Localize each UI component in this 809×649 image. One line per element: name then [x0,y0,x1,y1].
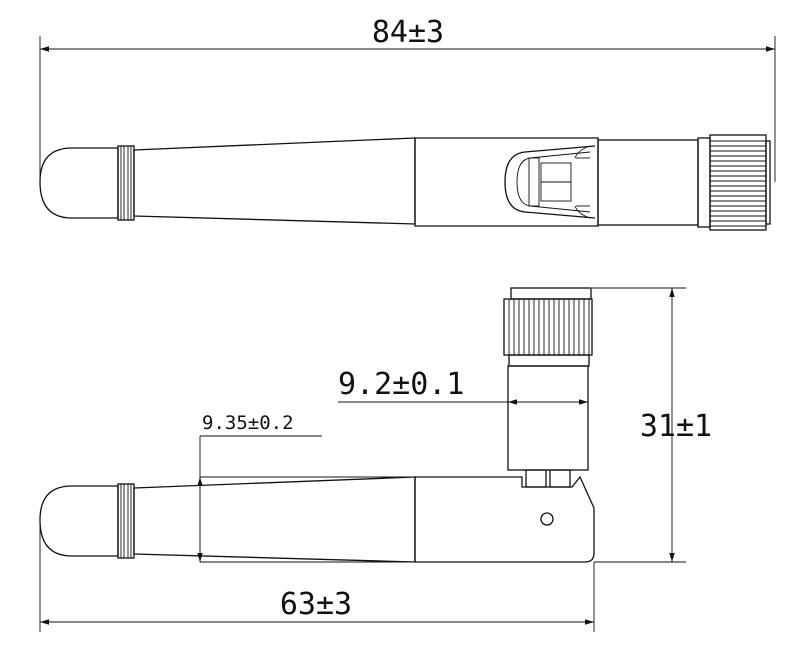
folded-hinge-block [414,475,595,563]
dim-folded-length: 63±3 [39,520,595,632]
connector-sleeve [597,139,699,226]
antenna-grooves [117,145,135,221]
folded-antenna-body [133,476,416,563]
antenna-body [133,137,416,225]
folded-antenna-grooves [117,483,135,559]
dim-overall-length-label: 84±3 [372,15,444,50]
dim-connector-width: 9.2±0.1 [338,367,588,405]
hinge-pivot-hole [540,512,554,526]
dim-connector-width-label: 9.2±0.1 [338,367,464,402]
vertical-connector-sleeve [507,365,589,471]
hinge-knuckle-right [549,469,571,488]
antenna-tip [39,147,119,219]
dim-folded-length-label: 63±3 [280,587,352,622]
connector-flange [697,137,711,228]
dim-folded-height-label: 31±1 [640,409,712,444]
folded-antenna-view [39,287,595,563]
vertical-knurled-nut [503,298,593,356]
dim-overall-length: 84±3 [39,15,776,182]
dim-folded-height: 31±1 [592,287,712,563]
connector-pin [765,140,771,225]
straight-antenna-view [39,134,771,231]
hinge-knuckle-left [525,469,547,488]
vertical-connector-flange [508,354,590,367]
vertical-connector-pin [510,287,592,300]
hinge-housing [414,137,599,227]
knurled-nut [709,134,767,231]
dim-antenna-thickness: 9.35±0.2 [197,412,415,563]
folded-antenna-tip [39,485,119,557]
hinge-window [504,145,596,219]
dim-antenna-thickness-label: 9.35±0.2 [202,412,294,434]
